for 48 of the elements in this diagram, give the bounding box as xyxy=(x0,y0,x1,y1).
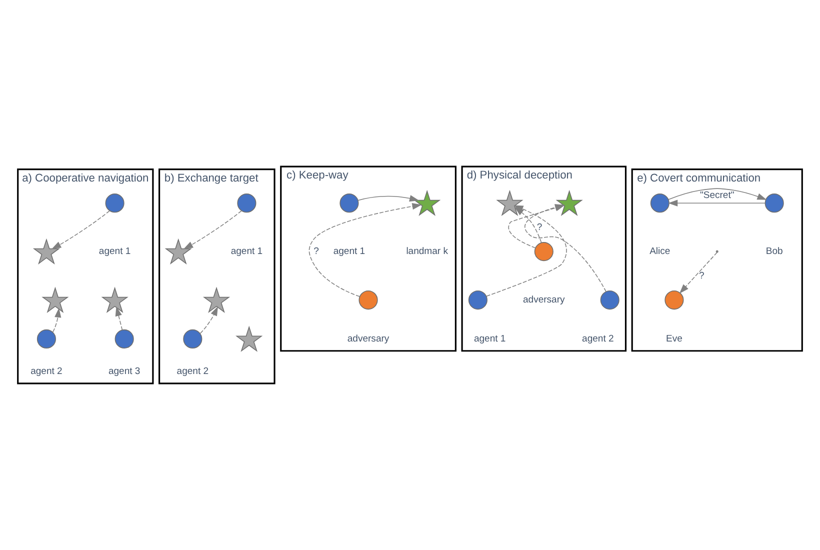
arrow xyxy=(308,203,422,297)
node-circle xyxy=(36,329,56,348)
arrow xyxy=(52,210,110,250)
node-circle xyxy=(650,194,670,213)
edge-label: ? xyxy=(314,246,319,258)
node-label: agent 1 xyxy=(230,246,263,258)
edge-label: "Secret" xyxy=(700,190,734,201)
node-circle xyxy=(600,290,620,310)
arrow xyxy=(52,308,62,332)
node-circle xyxy=(534,242,554,262)
node-label: agent 1 xyxy=(333,246,366,258)
node-label: adversary xyxy=(347,333,390,344)
arrow xyxy=(358,195,420,202)
arrow xyxy=(668,188,767,200)
node-label: Eve xyxy=(666,333,682,344)
node-circle xyxy=(183,329,202,348)
arrow xyxy=(183,210,242,250)
node-star xyxy=(32,238,60,265)
edge-label: ? xyxy=(698,270,704,282)
node-label: agent 2 xyxy=(176,366,209,378)
node-star xyxy=(202,286,230,313)
node-circle xyxy=(358,290,378,310)
edge-label: ? xyxy=(536,222,542,233)
node-label: adversary xyxy=(523,294,565,306)
node-star xyxy=(236,326,263,352)
node-star xyxy=(101,286,128,313)
node-label: agent 3 xyxy=(108,366,140,378)
node-label: agent 2 xyxy=(30,366,62,378)
node-circle xyxy=(664,290,684,310)
node-circle xyxy=(764,194,784,213)
node-star xyxy=(42,286,69,313)
node-circle xyxy=(105,194,124,213)
node-circle xyxy=(114,329,134,348)
node-label: Bob xyxy=(766,246,783,258)
node-circle xyxy=(237,194,256,213)
arrow xyxy=(668,200,766,206)
node-label: agent 1 xyxy=(98,246,131,258)
arrow xyxy=(115,306,123,330)
node-circle xyxy=(468,290,488,310)
node-label: landmar k xyxy=(406,246,448,258)
node-star xyxy=(164,238,192,265)
node-label: agent 1 xyxy=(474,333,506,344)
node-label: agent 2 xyxy=(582,333,614,344)
arrow xyxy=(679,252,718,294)
node-label: Alice xyxy=(650,246,670,258)
node-star xyxy=(414,190,441,216)
node-circle xyxy=(340,194,359,213)
arrow xyxy=(200,306,218,334)
